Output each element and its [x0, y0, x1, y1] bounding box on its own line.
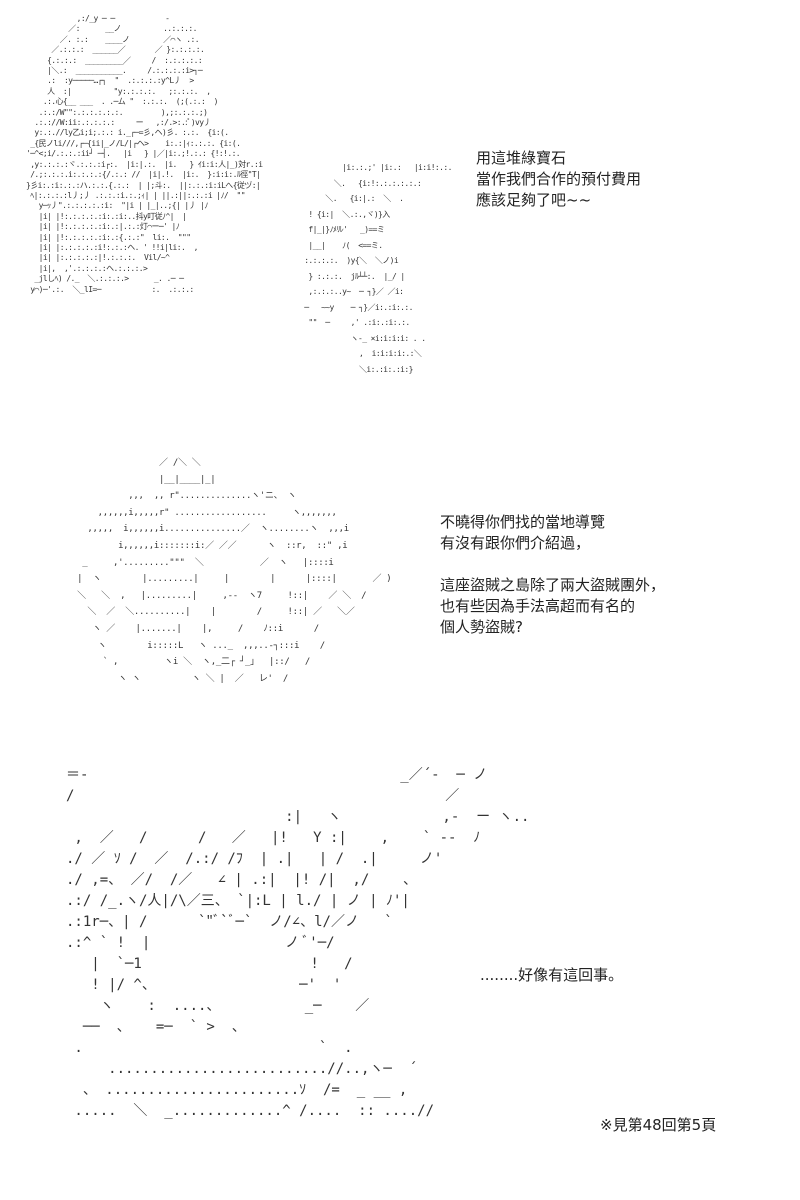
dialogue-panel-2: 不曉得你們找的當地導覽 有沒有跟你們介紹過， 這座盜賊之島除了兩大盜賊團外， 也…: [440, 513, 666, 636]
ascii-art-panel-1: ,:/_y ─ ─ - ／: __ノ ..:.:.:. ／. :.: ____ノ…: [26, 14, 263, 294]
ascii-art-panel-3: ＝- _／´- ─ ノ / ／ :| ヽ ,- ー ヽ.. , ／ / / ／ …: [66, 767, 530, 1119]
ascii-art-panel-2: ／ /＼ ＼ |__|____|_| ,,, ,, r"............…: [77, 458, 392, 684]
footnote-reference: ※見第48回第5頁: [600, 1116, 717, 1134]
ascii-art-panel-1-right: |i:.:.;' |i:.: |i:i!:.:. ＼. {i:!:.:.:.:.…: [304, 163, 452, 374]
dialogue-panel-1: 用這堆綠寶石 當作我們合作的預付費用 應該足夠了吧~~: [476, 149, 642, 209]
dialogue-panel-3: ........好像有這回事。: [480, 966, 624, 984]
